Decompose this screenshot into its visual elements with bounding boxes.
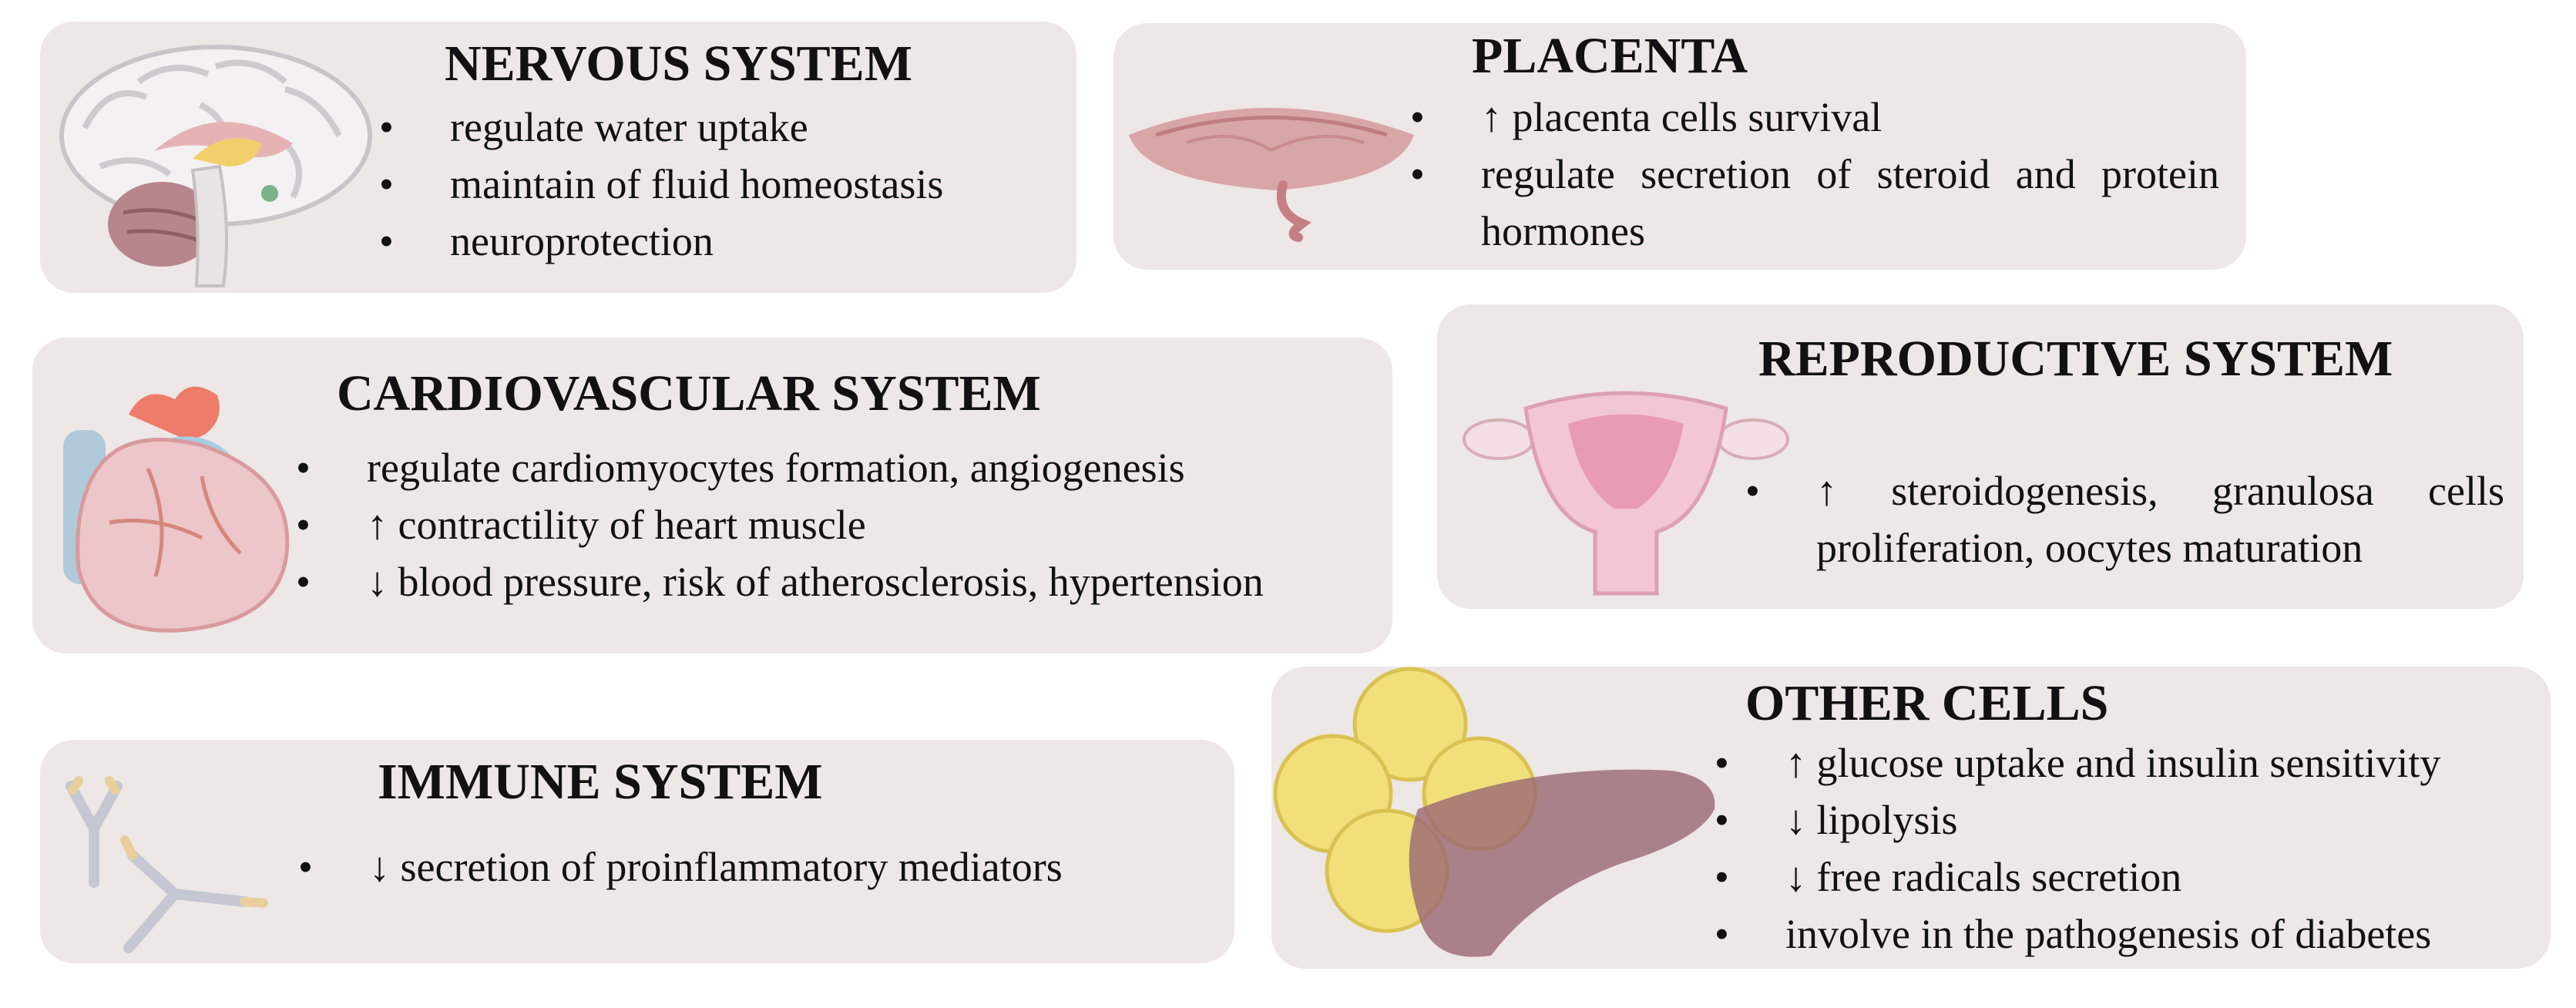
panel-title: IMMUNE SYSTEM [378,754,823,810]
bullet-list: ↑ steroidogenesis, granulosa cells proli… [1745,462,2504,576]
brain-icon [59,45,372,287]
bullet-list: regulate cardiomyocytes formation, angio… [296,439,1390,610]
list-item: ↑ glucose uptake and insulin sensitivity [1715,734,2539,791]
list-item: regulate cardiomyocytes formation, angio… [296,439,1390,496]
uterus-icon [1463,391,1789,596]
panel-title: PLACENTA [1472,28,1748,84]
list-item: ↓ blood pressure, risk of atherosclerosi… [296,553,1390,610]
list-item: ↑ placenta cells survival [1410,89,2219,146]
list-item: ↓ lipolysis [1715,791,2539,848]
panel-title: CARDIOVASCULAR SYSTEM [337,365,1041,422]
list-item: neuroprotection [379,213,1057,270]
bullet-list: ↑ glucose uptake and insulin sensitivity… [1715,734,2539,963]
antibody-icon [65,776,268,953]
list-item: ↓ free radicals secretion [1715,848,2539,906]
panel-title: OTHER CELLS [1745,675,2109,731]
list-item: regulate water uptake [379,99,1057,156]
placenta-icon [1129,108,1414,242]
bullet-list: regulate water uptake maintain of fluid … [379,99,1057,270]
panel-cardiovascular-system: CARDIOVASCULAR SYSTEM regulate cardiomyo… [32,338,1392,654]
panel-other-cells: OTHER CELLS ↑ glucose uptake and insulin… [1271,667,2551,969]
panel-immune-system: IMMUNE SYSTEM ↓ secretion of proinflamma… [40,740,1234,963]
list-item: maintain of fluid homeostasis [379,156,1057,213]
heart-icon [63,386,290,633]
bullet-list: ↓ secretion of proinflammatory mediators [298,838,1215,895]
list-item: involve in the pathogenesis of diabetes [1715,906,2539,963]
bullet-list: ↑ placenta cells survival regulate secre… [1410,89,2219,260]
list-item: ↓ secretion of proinflammatory mediators [298,838,1215,895]
list-item: ↑ steroidogenesis, granulosa cells proli… [1745,462,2504,576]
panel-placenta: PLACENTA ↑ placenta cells survival regul… [1113,23,2246,270]
list-item: ↑ contractility of heart muscle [296,496,1390,553]
list-item: regulate secretion of steroid and protei… [1410,146,2219,260]
panel-nervous-system: NERVOUS SYSTEM regulate water uptake mai… [40,22,1076,293]
panel-reproductive-system: REPRODUCTIVE SYSTEM ↑ steroidogenesis, g… [1437,304,2524,609]
panel-title: NERVOUS SYSTEM [445,35,912,92]
panel-title: REPRODUCTIVE SYSTEM [1758,331,2393,387]
liver-adipocytes-icon [1273,667,1715,957]
